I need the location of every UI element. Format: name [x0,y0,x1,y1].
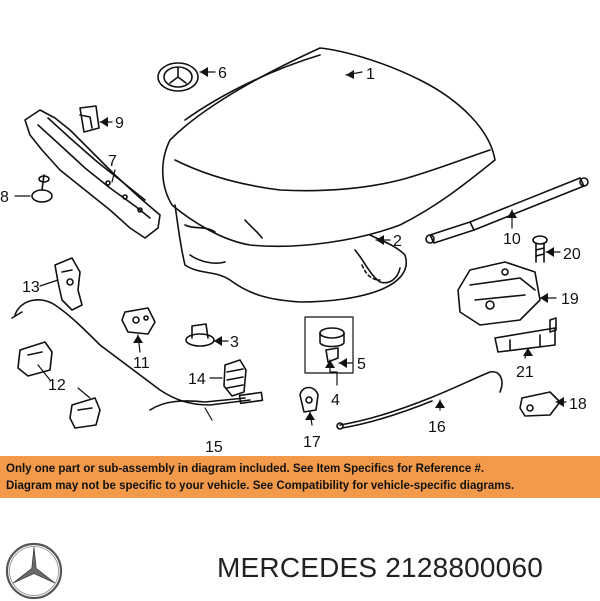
clip-part-17 [299,386,319,413]
hood-panel-part [161,47,496,303]
mercedes-star-logo-icon [5,542,63,600]
bracket-part-21 [494,327,556,353]
callout-13: 13 [22,279,40,296]
disclaimer-line-2: Diagram may not be specific to your vehi… [6,480,515,492]
hood-latch-part [457,261,557,333]
leader-lines [14,71,567,426]
callout-4: 4 [331,392,340,409]
callout-7: 7 [108,153,117,170]
leader-arrowheads [100,67,564,420]
bracket-part-11 [121,307,156,335]
bolt-part-8 [31,174,53,203]
hood-emblem-part [157,62,199,92]
callout-12: 12 [48,377,66,394]
callout-15: 15 [205,439,223,455]
callout-10: 10 [503,231,521,248]
callout-14: 14 [188,371,206,388]
bolt-part-20 [532,235,548,263]
callout-11: 11 [133,355,150,372]
lock-carrier-bar-part [24,109,161,239]
callout-2: 2 [393,233,402,250]
grommet-part-14 [223,359,247,397]
callout-6: 6 [218,65,227,82]
callout-21: 21 [516,364,534,381]
callout-1: 1 [366,66,375,83]
release-cable-part-15 [11,299,264,411]
disclaimer-line-1: Only one part or sub-assembly in diagram… [6,463,485,475]
parts-diagram: 1 2 3 4 5 6 7 8 9 10 11 12 13 14 15 16 1… [0,47,589,455]
callout-9: 9 [115,115,124,132]
release-cable-part-16 [336,370,503,430]
latch-part-18 [519,391,561,417]
bumper-stop-part [185,323,215,347]
callout-8: 8 [0,189,9,206]
callout-3: 3 [230,334,239,351]
callout-17: 17 [303,434,321,451]
callout-18: 18 [569,396,587,413]
callout-19: 19 [561,291,579,308]
gas-strut-part [425,177,589,244]
release-handle-part [17,341,101,429]
disclaimer-banner: Only one part or sub-assembly in diagram… [0,456,600,498]
part-number-label: MERCEDES 2128800060 [217,552,543,583]
callout-16: 16 [428,419,446,436]
latch-bracket-part [54,257,83,311]
callout-20: 20 [563,246,581,263]
stop-assembly-box [304,316,354,374]
callout-5: 5 [357,356,366,373]
clip-part-9 [79,105,100,133]
